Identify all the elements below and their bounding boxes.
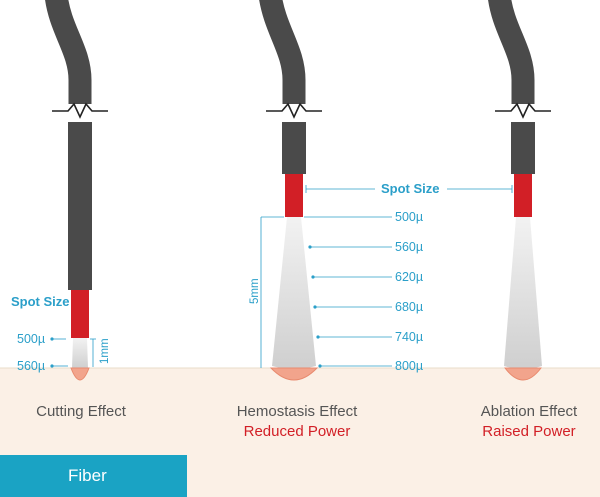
cutting-spot-size-label: Spot Size — [11, 294, 70, 309]
cutting-dim-560-dot — [50, 364, 54, 368]
ablation-effect-label: Ablation Effect — [481, 403, 578, 420]
cutting-spot — [70, 367, 90, 381]
cutting-distance-label: 1mm — [99, 338, 111, 364]
break-symbol — [266, 102, 322, 119]
hemostasis-beam — [272, 217, 316, 369]
fiber-tab[interactable]: Fiber — [0, 455, 187, 497]
ablation-beam — [504, 217, 542, 369]
hemostasis-distance-label: 5mm — [249, 278, 261, 304]
fiber-cable-lower — [282, 122, 306, 174]
fiber-cable-top — [45, 0, 92, 104]
break-symbol — [495, 102, 551, 119]
fiber-cable-lower — [511, 122, 535, 174]
cutting-fiber — [45, 0, 108, 381]
spot-size-label: Spot Size — [381, 181, 440, 196]
dim-500: 500µ — [395, 210, 423, 224]
fiber-cable-top — [259, 0, 306, 104]
fiber-tab-label: Fiber — [68, 466, 107, 485]
cutting-dim-500-dot — [50, 337, 54, 341]
dim-dot — [308, 245, 312, 249]
fiber-tip-red — [285, 174, 303, 217]
cutting-dim-500: 500µ — [17, 332, 45, 346]
hemostasis-dimension-labels: 500µ 560µ 620µ 680µ 740µ 800µ — [304, 210, 423, 373]
fiber-tip-red — [514, 174, 532, 217]
dim-dot — [316, 335, 320, 339]
hemostasis-power-label: Reduced Power — [244, 423, 351, 440]
ablation-fiber — [488, 0, 551, 381]
ablation-power-label: Raised Power — [482, 423, 575, 440]
dim-620: 620µ — [395, 270, 423, 284]
dim-800: 800µ — [395, 359, 423, 373]
hemostasis-fiber — [259, 0, 322, 381]
dim-560: 560µ — [395, 240, 423, 254]
dim-dot — [313, 305, 317, 309]
dim-680: 680µ — [395, 300, 423, 314]
dim-740: 740µ — [395, 330, 423, 344]
fiber-cable-lower — [68, 122, 92, 290]
spot-size-indicator: Spot Size — [305, 181, 513, 196]
fiber-tip-red — [71, 290, 89, 338]
cutting-beam — [72, 338, 88, 368]
hemostasis-effect-label: Hemostasis Effect — [237, 403, 358, 420]
break-symbol — [52, 102, 108, 119]
cutting-effect-label: Cutting Effect — [36, 403, 127, 420]
hemostasis-spot — [269, 367, 319, 381]
ablation-spot — [503, 367, 543, 381]
fiber-cable-top — [488, 0, 535, 104]
cutting-dim-560: 560µ — [17, 359, 45, 373]
dim-dot — [311, 275, 315, 279]
dim-dot — [318, 364, 322, 368]
